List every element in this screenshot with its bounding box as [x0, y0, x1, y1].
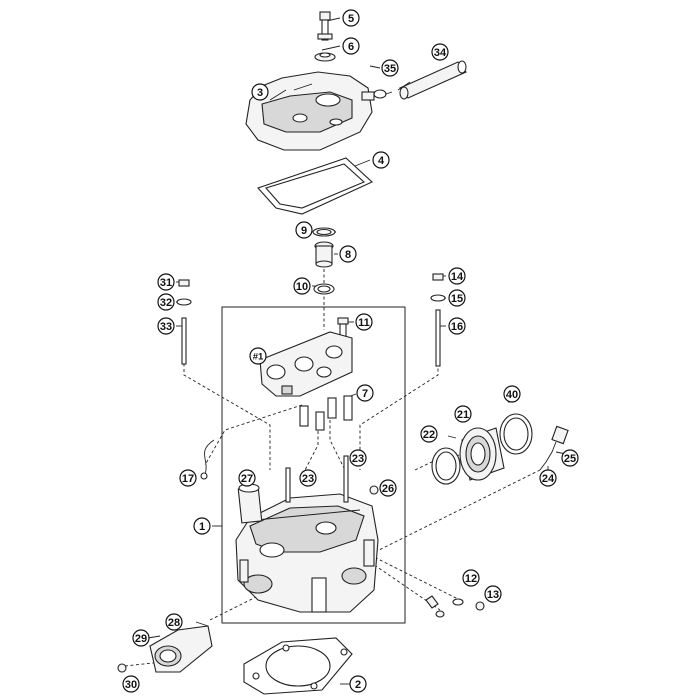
callout-3: 3 — [251, 83, 269, 101]
svg-text:17: 17 — [182, 473, 194, 485]
callout-28: 28 — [165, 613, 183, 631]
intake-clamp-small — [431, 447, 461, 485]
svg-text:3: 3 — [257, 87, 263, 99]
breather-hose-clamp — [373, 89, 393, 99]
svg-text:40: 40 — [506, 389, 518, 401]
callout-11: 11 — [355, 313, 373, 331]
svg-text:1: 1 — [199, 521, 205, 533]
exhaust-flange — [149, 625, 213, 673]
svg-text:35: 35 — [384, 63, 396, 75]
callout-5: 5 — [342, 9, 360, 27]
callout-4: 4 — [372, 151, 390, 169]
svg-text:21: 21 — [457, 409, 469, 421]
svg-text:11: 11 — [358, 317, 370, 329]
svg-text:5: 5 — [348, 13, 354, 25]
svg-text:29: 29 — [135, 633, 147, 645]
callout-16: 16 — [448, 317, 466, 335]
callout-12: 12 — [462, 569, 480, 587]
svg-text:10: 10 — [296, 281, 308, 293]
svg-text:14: 14 — [451, 271, 464, 283]
temperature-sensor — [539, 425, 569, 471]
svg-text:7: 7 — [362, 388, 368, 400]
svg-text:15: 15 — [451, 293, 463, 305]
camshaft-bridge — [259, 331, 353, 397]
svg-text:32: 32 — [160, 297, 172, 309]
callout-21: 21 — [454, 405, 472, 423]
exhaust-nut — [117, 663, 127, 673]
callout-35: 35 — [381, 59, 399, 77]
svg-text:23: 23 — [302, 473, 314, 485]
svg-text:27: 27 — [241, 473, 253, 485]
svg-text:#1: #1 — [253, 352, 264, 363]
head-plugs-right — [425, 595, 485, 618]
callout-17: 17 — [179, 469, 197, 487]
svg-text:16: 16 — [451, 321, 463, 333]
right-stud-nut-washer — [430, 273, 446, 367]
svg-text:30: 30 — [125, 679, 137, 691]
svg-text:24: 24 — [542, 473, 555, 485]
callout-22: 22 — [420, 425, 438, 443]
callout-8: 8 — [339, 245, 357, 263]
callout-40: 40 — [503, 385, 521, 403]
callout-33: 33 — [157, 317, 175, 335]
svg-text:13: 13 — [487, 589, 499, 601]
svg-text:12: 12 — [465, 573, 477, 585]
svg-text:22: 22 — [423, 429, 435, 441]
svg-text:33: 33 — [160, 321, 172, 333]
intake-clamp-large — [499, 413, 533, 455]
callout-32: 32 — [157, 293, 175, 311]
callout-2: 2 — [349, 675, 367, 693]
left-stud-nut-washer — [176, 279, 192, 365]
callout-25: 25 — [561, 449, 579, 467]
svg-text:9: 9 — [301, 225, 307, 237]
spark-plug-tube — [314, 241, 334, 268]
callout-31: 31 — [157, 273, 175, 291]
callout-29: 29 — [132, 629, 150, 647]
cylinder-head — [235, 493, 379, 613]
valve-cover-bolt — [317, 11, 333, 41]
svg-text:31: 31 — [160, 277, 172, 289]
sensor-wire — [200, 439, 215, 480]
breather-hose — [399, 60, 467, 100]
svg-text:23: 23 — [352, 453, 364, 465]
head-studs — [285, 455, 349, 503]
spark-plug-seal — [312, 227, 336, 237]
callout-10: 10 — [293, 277, 311, 295]
assembly-frame — [221, 306, 406, 624]
svg-text:25: 25 — [564, 453, 576, 465]
bolt-seal-washer — [314, 52, 336, 62]
callout-23-b: 23 — [349, 449, 367, 467]
callout-7: 7 — [356, 384, 374, 402]
svg-text:6: 6 — [348, 41, 354, 53]
svg-text:26: 26 — [382, 483, 394, 495]
callout-27: 27 — [238, 469, 256, 487]
valve-guides — [299, 395, 353, 431]
callout-24: 24 — [539, 469, 557, 487]
svg-text:28: 28 — [168, 617, 180, 629]
callout-23-a: 23 — [299, 469, 317, 487]
callout-13: 13 — [484, 585, 502, 603]
valve-cover — [245, 71, 375, 151]
callout-26: 26 — [379, 479, 397, 497]
callout-34: 34 — [431, 43, 449, 61]
callout-6: 6 — [342, 37, 360, 55]
callout-15: 15 — [448, 289, 466, 307]
intake-flange — [459, 427, 505, 481]
head-oil-tube — [237, 483, 263, 524]
svg-text:8: 8 — [345, 249, 351, 261]
callout-9: 9 — [295, 221, 313, 239]
o-ring — [313, 283, 335, 295]
svg-text:2: 2 — [355, 679, 361, 691]
callout-hash-1: #1 — [249, 347, 267, 365]
callout-30: 30 — [122, 675, 140, 693]
valve-cover-gasket — [257, 157, 373, 215]
cylinder-head-gasket — [243, 637, 353, 695]
callout-1: 1 — [193, 517, 211, 535]
head-plug — [369, 485, 379, 495]
callout-14: 14 — [448, 267, 466, 285]
svg-text:4: 4 — [378, 155, 385, 167]
svg-text:34: 34 — [434, 47, 447, 59]
